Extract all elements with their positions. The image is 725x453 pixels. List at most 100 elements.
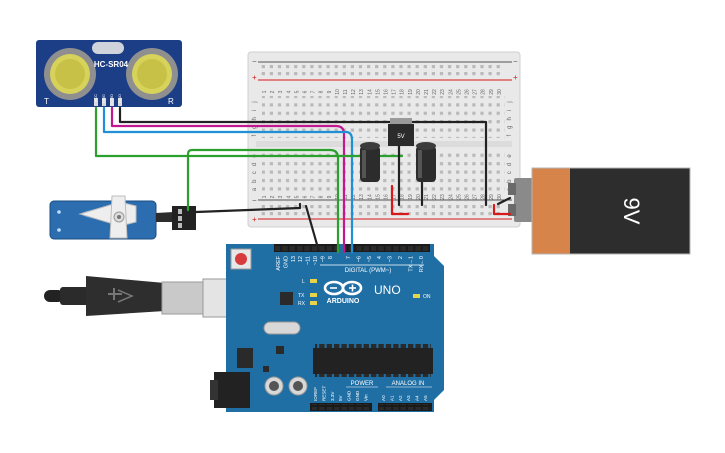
model-label: UNO (374, 283, 401, 297)
analog-pin-label: A4 (415, 395, 420, 401)
breadboard-top-rail: − + − + (252, 57, 518, 82)
digital-pin-label: ~11 (306, 256, 312, 265)
power-header-label: POWER (351, 381, 374, 387)
row-letter: e (507, 154, 513, 158)
digital-pin-label: 7 (346, 256, 352, 259)
servo-motor (49, 195, 196, 240)
digital-pin-label: RX←0 (419, 256, 425, 272)
column-number: 30 (497, 194, 503, 200)
sensor-pin[interactable] (94, 98, 98, 106)
led-tx-label: TX (298, 293, 305, 299)
power-pin-label: 5V (338, 394, 343, 401)
column-number: 28 (481, 89, 487, 95)
battery-label: 9V (619, 198, 644, 225)
row-letter: h (252, 117, 258, 120)
breadboard-bottom-rail: − + (252, 196, 512, 224)
column-number: 2 (270, 90, 276, 93)
column-number: 29 (489, 194, 495, 200)
sensor-r-label: R (168, 97, 174, 106)
column-number: 9 (327, 90, 333, 93)
sensor-pin-label: TRIG (101, 94, 106, 104)
row-letter: g (252, 126, 258, 129)
column-number: 6 (303, 195, 309, 198)
sensor-pin[interactable] (118, 98, 122, 106)
wire-green-servo (186, 148, 340, 254)
column-number: 18 (400, 89, 406, 95)
column-number: 23 (440, 89, 446, 95)
rail-minus-label: − (252, 57, 257, 66)
wire-red-power (390, 184, 410, 216)
column-number: 1 (262, 90, 268, 93)
wires (94, 106, 512, 254)
usb-icon (117, 289, 134, 303)
column-number: 7 (311, 90, 317, 93)
sensor-pin[interactable] (110, 98, 114, 106)
column-number: 1 (262, 195, 268, 198)
column-number: 4 (286, 195, 292, 198)
column-number: 19 (408, 89, 414, 95)
column-number: 29 (489, 89, 495, 95)
column-number: 8 (319, 195, 325, 198)
sensor-pin-label: ECHO (109, 94, 114, 106)
digital-pin-label: GND (283, 256, 289, 268)
column-number: 3 (278, 90, 284, 93)
column-number: 13 (359, 194, 365, 200)
analog-pin-label: A0 (381, 395, 386, 401)
row-letter: c (252, 171, 258, 174)
wire-magenta-trig (110, 106, 346, 254)
column-number: 16 (384, 194, 390, 200)
column-number: 11 (343, 194, 349, 199)
digital-pin-label: ~10 (313, 256, 319, 265)
row-letter: b (252, 179, 258, 183)
analog-pin-label: A2 (398, 395, 403, 401)
power-pin-label: Vin (363, 394, 368, 401)
digital-header-label: DIGITAL (PWM~) (345, 268, 392, 274)
status-leds: L TX RX ON (298, 279, 431, 307)
column-number: 5 (294, 90, 300, 93)
column-number: 12 (351, 89, 357, 95)
sensor-model-label: HC-SR04 (94, 60, 129, 69)
row-letter: f (252, 134, 258, 136)
column-number: 2 (270, 195, 276, 198)
capacitor-2 (416, 142, 436, 182)
row-letter: a (252, 187, 258, 191)
analog-pin-label: A3 (406, 395, 411, 401)
digital-pin-label: AREF (276, 255, 282, 270)
row-letter: i (507, 110, 513, 111)
sensor-pin[interactable] (102, 98, 106, 106)
power-pin-label: 3.3V (330, 391, 335, 401)
column-number: 14 (367, 194, 373, 200)
digital-pin-label: 2 (398, 256, 404, 259)
analog-header-label: ANALOG IN (392, 381, 425, 387)
row-letter: j (507, 101, 513, 103)
digital-pin-label: 8 (328, 256, 334, 259)
row-letter: d (252, 163, 258, 166)
row-letter: f (507, 134, 513, 136)
column-number: 25 (456, 194, 462, 200)
analog-pin-label: A1 (389, 395, 394, 401)
analog-pin-label: A5 (423, 395, 428, 401)
column-number: 14 (367, 89, 373, 95)
brand-label: ARDUINO (327, 298, 360, 305)
column-number: 8 (319, 90, 325, 93)
transducer-left (44, 48, 96, 100)
column-number: 28 (481, 194, 487, 200)
column-number: 3 (278, 195, 284, 198)
digital-pin-label: 12 (298, 256, 304, 262)
wire-red-battery (492, 203, 512, 216)
row-letter: j (252, 101, 258, 103)
row-letter: h (507, 117, 513, 120)
digital-pin-label: ~6 (356, 256, 362, 262)
column-number: 7 (311, 195, 317, 198)
led-l-label: L (302, 279, 305, 285)
column-number: 4 (286, 90, 292, 93)
column-number: 21 (424, 89, 430, 95)
column-number: 27 (473, 89, 479, 95)
column-number: 30 (497, 89, 503, 95)
column-number: 18 (400, 194, 406, 200)
power-pin-label: RESET (321, 385, 326, 401)
voltage-regulator: 5V (388, 118, 414, 146)
